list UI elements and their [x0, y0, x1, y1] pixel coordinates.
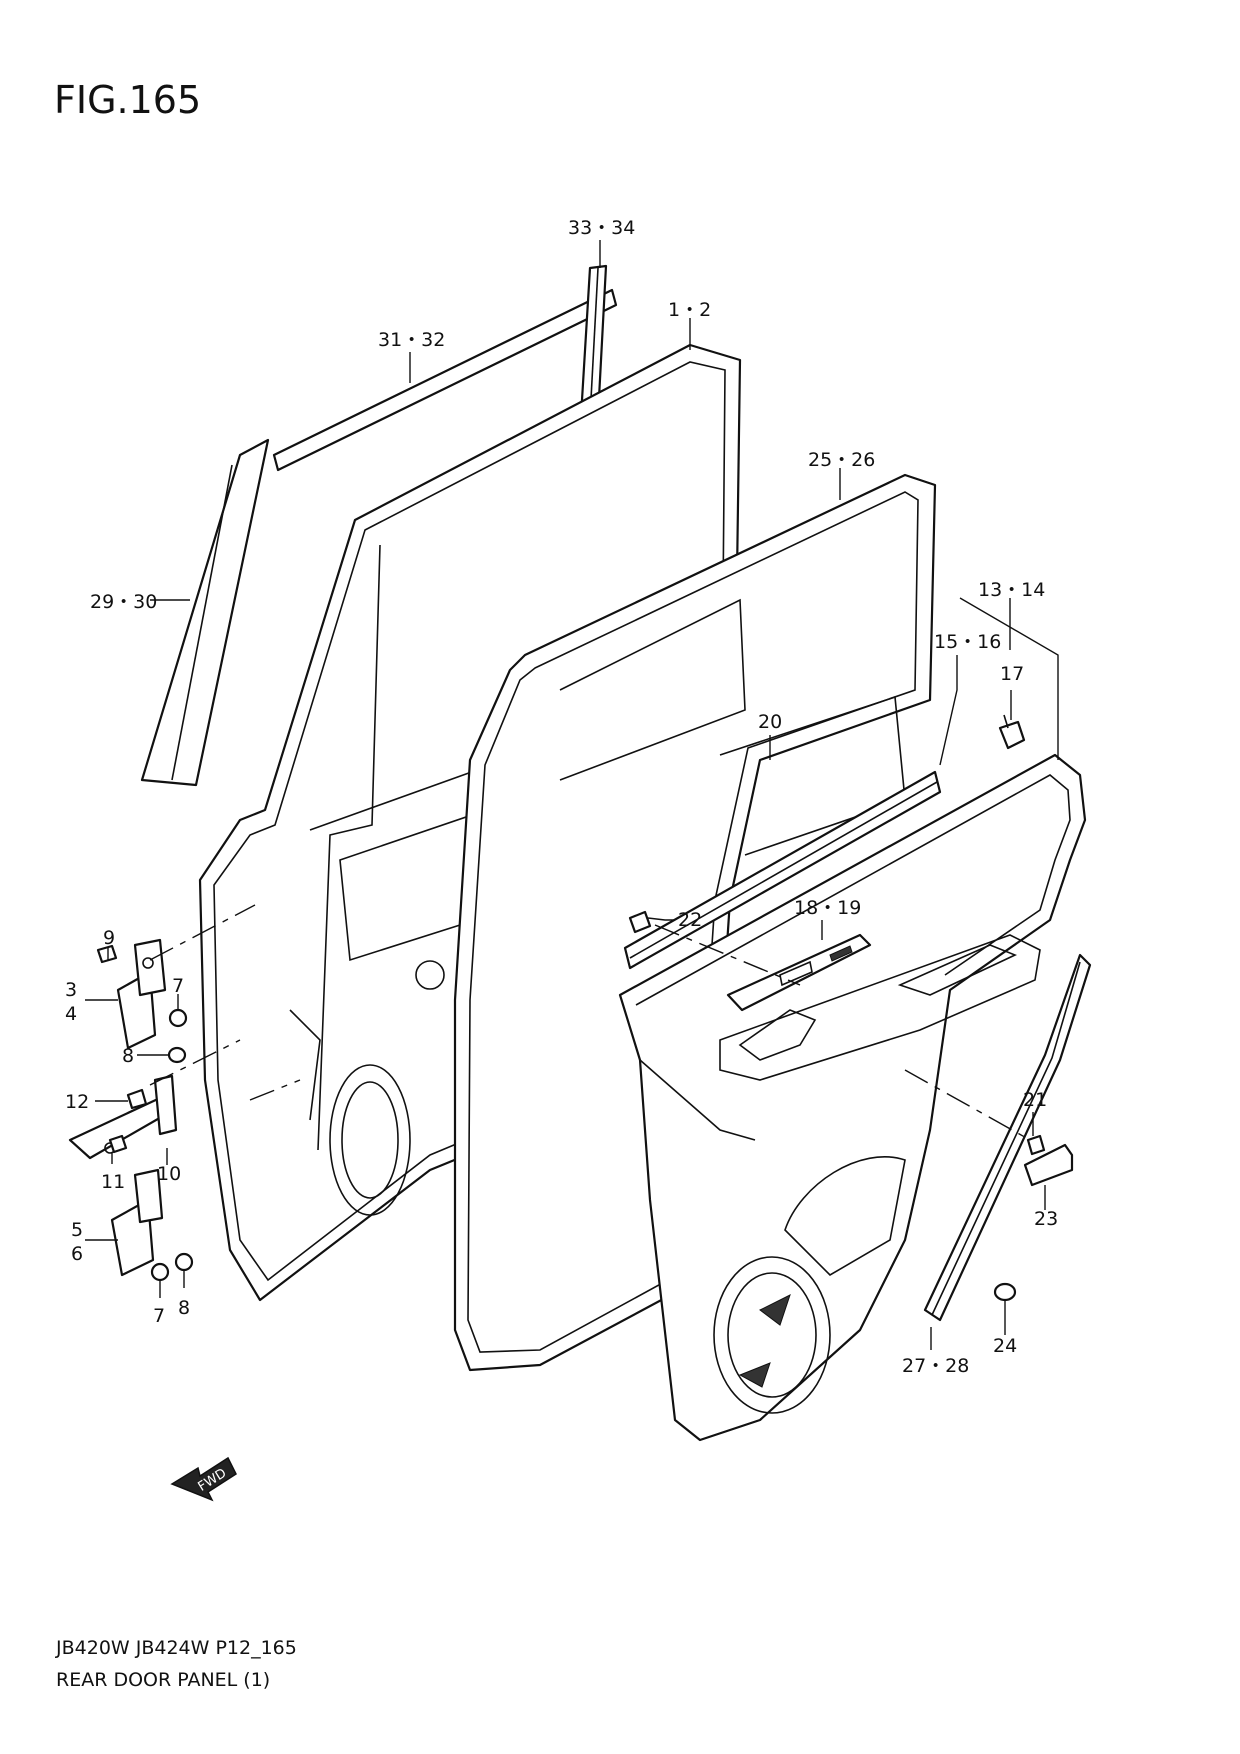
bolt-11-part — [108, 1134, 128, 1154]
fwd-arrow-icon: FWD — [170, 1456, 237, 1502]
callout-21: 21 — [1023, 1089, 1047, 1111]
cover-23-part — [1023, 1143, 1074, 1187]
switch-panel-part — [726, 933, 872, 1012]
callout-31-32: 31・32 — [378, 329, 445, 351]
callout-33-34: 33・34 — [568, 217, 635, 239]
nut-8-part — [167, 1046, 187, 1064]
callout-7: 7 — [172, 975, 184, 997]
door-edge-strip-part — [923, 953, 1092, 1322]
clip-17-part — [998, 714, 1026, 750]
lower-hinge-part — [110, 1168, 164, 1277]
callout-7-lower: 7 — [153, 1305, 165, 1327]
callout-18-19: 18・19 — [794, 897, 861, 919]
callout-4: 4 — [65, 1003, 77, 1025]
cap-24-part — [993, 1282, 1017, 1302]
callout-6: 6 — [71, 1243, 83, 1265]
callout-9: 9 — [103, 927, 115, 949]
footer-figure-name: REAR DOOR PANEL (1) — [56, 1669, 271, 1691]
callout-24: 24 — [993, 1335, 1017, 1357]
callout-8-lower: 8 — [178, 1297, 190, 1319]
upper-hinge-part — [116, 938, 167, 1050]
callout-11: 11 — [101, 1171, 125, 1193]
callout-20: 20 — [758, 711, 782, 733]
callout-22: 22 — [678, 909, 702, 931]
callout-27-28: 27・28 — [902, 1355, 969, 1377]
callout-29-30: 29・30 — [90, 591, 157, 613]
callout-17: 17 — [1000, 663, 1024, 685]
figure-title: FIG.165 — [54, 78, 202, 122]
footer-model-code: JB420W JB424W P12_165 — [56, 1637, 297, 1659]
callout-12: 12 — [65, 1091, 89, 1113]
inner-sheet-part — [719, 695, 906, 856]
nut-7-lower-part — [150, 1262, 170, 1282]
door-trim-panel-part — [618, 753, 1087, 1442]
nut-7-part — [168, 1008, 188, 1028]
belt-weatherstrip-part — [623, 770, 942, 970]
callout-10: 10 — [157, 1163, 181, 1185]
callout-8: 8 — [122, 1045, 134, 1067]
callout-5: 5 — [71, 1219, 83, 1241]
screw-22-part — [628, 910, 652, 934]
callout-3: 3 — [65, 979, 77, 1001]
bolt-12-part — [126, 1088, 148, 1110]
callout-1-2: 1・2 — [668, 299, 711, 321]
callout-23: 23 — [1034, 1208, 1058, 1230]
nut-8-lower-part — [174, 1252, 194, 1272]
upper-moulding-part — [272, 288, 618, 472]
callout-15-16: 15・16 — [934, 631, 1001, 653]
screw-21-part — [1026, 1134, 1046, 1156]
callout-13-14: 13・14 — [978, 579, 1045, 601]
callout-25-26: 25・26 — [808, 449, 875, 471]
pillar-trim-part — [140, 438, 270, 787]
hinge-bolt-9-part — [96, 944, 118, 964]
